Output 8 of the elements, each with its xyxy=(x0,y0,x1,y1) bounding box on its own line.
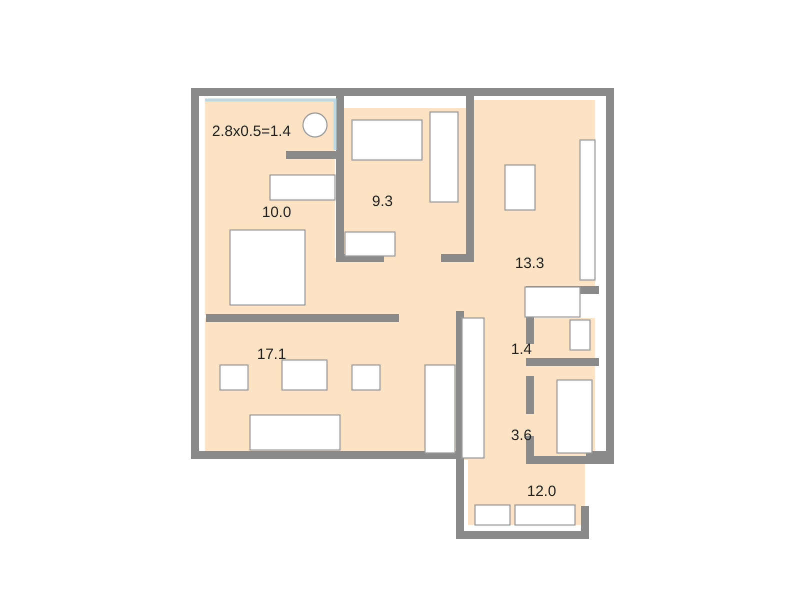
room-area-label: 1.4 xyxy=(511,342,532,357)
room-area-label: 3.6 xyxy=(511,428,532,443)
room-area-label: 9.3 xyxy=(372,194,393,209)
room-area-label: 13.3 xyxy=(515,256,544,271)
room-area-label: 12.0 xyxy=(527,484,556,499)
room-area-label: 10.0 xyxy=(262,205,292,220)
room-area-label: 17.1 xyxy=(257,347,286,362)
balcony-area-label: 2.8x0.5=1.4 xyxy=(212,124,291,139)
